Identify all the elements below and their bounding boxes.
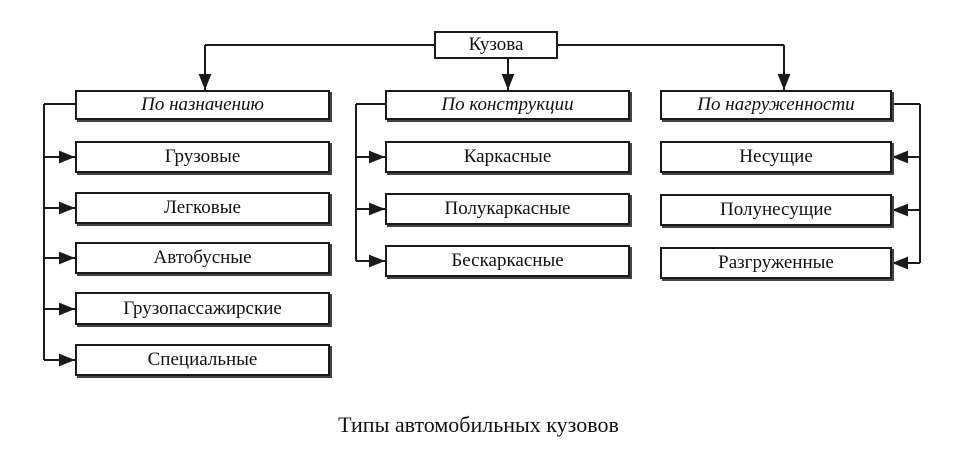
item-frame: Каркасные: [385, 141, 630, 173]
item-semi-load-bearing: Полунесущие: [660, 194, 892, 226]
item-label: Полунесущие: [720, 199, 832, 220]
root-label: Кузова: [468, 34, 524, 55]
category-by-construction: По конструкции: [385, 90, 630, 120]
item-passenger-car: Легковые: [75, 192, 330, 224]
category-label: По конструкции: [441, 94, 574, 115]
item-label: Несущие: [739, 146, 813, 167]
category-by-load: По нагруженности: [660, 90, 892, 120]
root-node: Кузова: [434, 31, 558, 59]
item-label: Полукаркасные: [444, 198, 571, 219]
item-cargo-passenger: Грузопассажирские: [75, 292, 330, 325]
category-by-purpose: По назначению: [75, 90, 330, 120]
category-label: По назначению: [141, 94, 264, 115]
item-label: Автобусные: [153, 247, 252, 268]
item-bus: Автобусные: [75, 242, 330, 274]
item-frameless: Бескаркасные: [385, 245, 630, 277]
item-semi-frame: Полукаркасные: [385, 193, 630, 225]
item-label: Легковые: [164, 197, 241, 218]
item-label: Специальные: [147, 349, 258, 370]
item-unloaded: Разгруженные: [660, 247, 892, 279]
figure-caption: Типы автомобильных кузовов: [338, 412, 619, 437]
item-cargo: Грузовые: [75, 141, 330, 173]
item-label: Бескаркасные: [451, 250, 564, 271]
item-special: Специальные: [75, 344, 330, 376]
category-label: По нагруженности: [697, 94, 855, 115]
item-load-bearing: Несущие: [660, 141, 892, 173]
item-label: Каркасные: [463, 146, 552, 167]
item-label: Разгруженные: [718, 252, 834, 273]
item-label: Грузовые: [164, 146, 241, 167]
item-label: Грузопассажирские: [123, 297, 282, 319]
